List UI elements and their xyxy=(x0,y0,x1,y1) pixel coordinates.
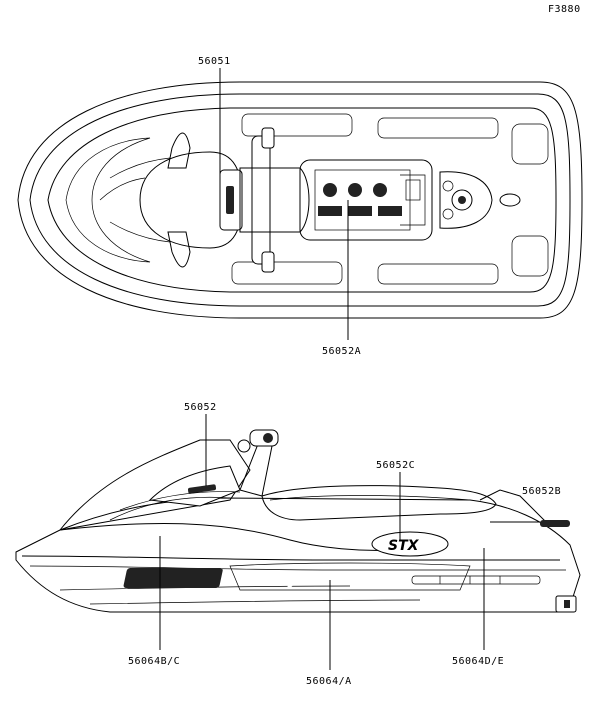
part-label-56064A: 56064/A xyxy=(306,676,352,687)
engine-block xyxy=(314,169,426,231)
part-label-56052C: 56052C xyxy=(376,460,415,471)
figure-code: F3880 xyxy=(548,4,581,15)
part-label-56052B: 56052B xyxy=(522,486,561,497)
part-label-56064DE: 56064D/E xyxy=(452,656,504,667)
decal-56052-hood xyxy=(187,484,217,494)
part-label-56064BC: 56064B/C xyxy=(128,656,180,667)
seat xyxy=(261,485,497,521)
jetski-decal-text: JETSKI xyxy=(287,569,354,588)
stx-decal-text: STX xyxy=(388,538,420,554)
part-label-56052A: 56052A xyxy=(322,346,361,357)
side-view-jetski: JETSKI STX xyxy=(15,414,581,670)
top-view-jetski xyxy=(17,68,583,340)
part-label-56051: 56051 xyxy=(198,56,231,67)
part-label-56052: 56052 xyxy=(184,402,217,413)
decal-stx: STX xyxy=(371,531,449,557)
decal-jetski: JETSKI xyxy=(123,568,354,588)
decal-56052B xyxy=(540,520,570,527)
